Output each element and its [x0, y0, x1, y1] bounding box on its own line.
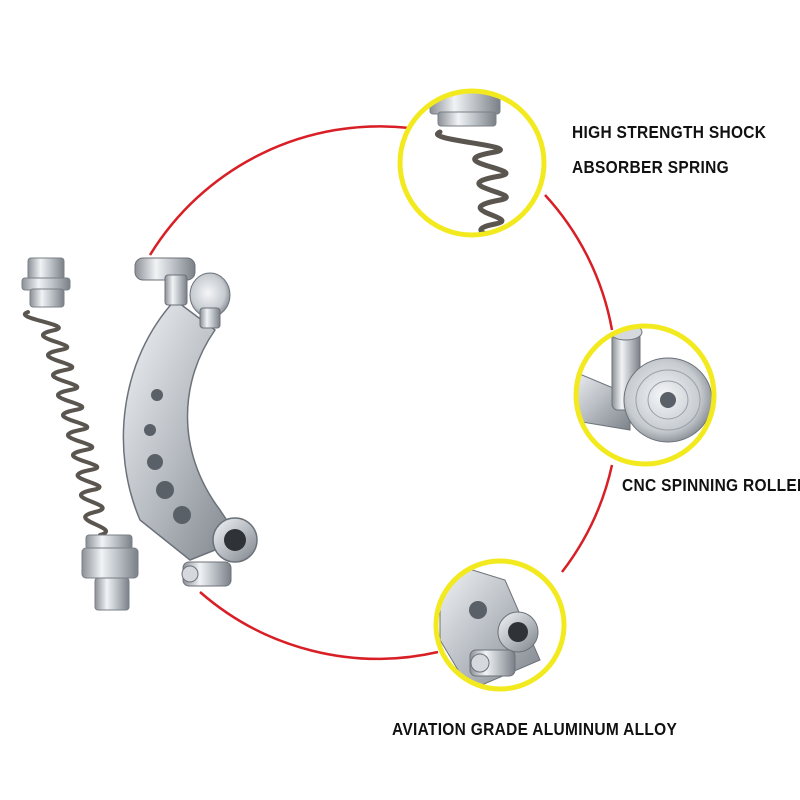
callout-roller-closeup [573, 323, 717, 467]
spring-label-line-2: ABSORBER SPRING [572, 158, 729, 178]
callout-alloy-closeup [433, 558, 567, 692]
roller-label: CNC SPINNING ROLLER [622, 476, 800, 496]
red-ring [148, 125, 614, 660]
alloy-label: AVIATION GRADE ALUMINUM ALLOY [392, 720, 678, 740]
kickstand-arm [122, 257, 258, 587]
spring-label-line-1: HIGH STRENGTH SHOCK [572, 123, 767, 143]
callout-spring-closeup [397, 88, 547, 238]
spring-assembly [21, 257, 139, 611]
